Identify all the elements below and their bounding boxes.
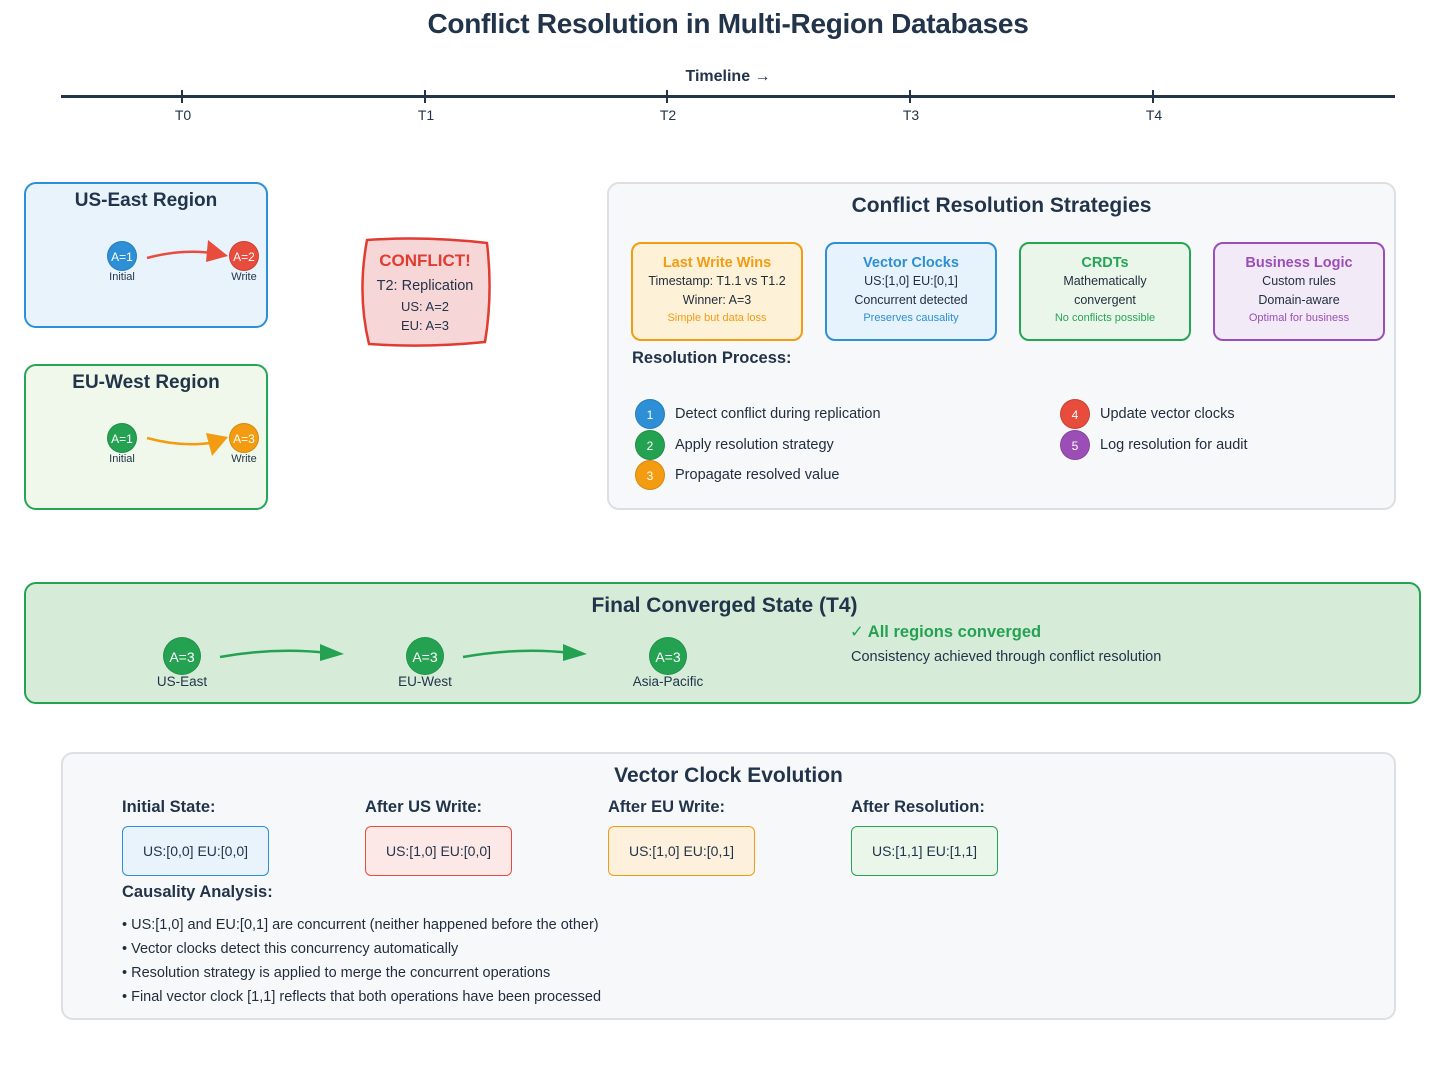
eu-west-write-label: Write: [231, 453, 257, 465]
final-label-asia-pacific: Asia-Pacific: [632, 674, 704, 689]
converged-description: Consistency achieved through conflict re…: [851, 649, 1162, 665]
timeline-tick: [666, 90, 668, 103]
conflict-heading: CONFLICT!: [379, 251, 471, 270]
eu-west-initial-node: A=1: [107, 423, 137, 453]
causality-bullet: • Final vector clock [1,1] reflects that…: [122, 989, 602, 1005]
strategy-title: CRDTs: [1081, 255, 1129, 271]
final-state-panel: Final Converged State (T4) A=3 US-East A…: [24, 582, 1421, 704]
vector-clock-title: Vector Clock Evolution: [614, 764, 843, 787]
strategy-line: convergent: [1074, 292, 1136, 307]
step-number: 1: [635, 399, 665, 429]
strategy-note: Simple but data loss: [667, 312, 767, 324]
step-text: Apply resolution strategy: [675, 437, 834, 453]
tick-label-t4: T4: [1145, 107, 1163, 123]
step-text: Log resolution for audit: [1100, 437, 1248, 453]
final-label-us-east: US-East: [156, 674, 208, 689]
final-node-us-east: A=3: [163, 637, 201, 675]
page-title: Conflict Resolution in Multi-Region Data…: [427, 8, 1029, 39]
strategies-title: Conflict Resolution Strategies: [851, 194, 1152, 217]
conflict-box: CONFLICT! T2: Replication US: A=2 EU: A=…: [355, 250, 495, 335]
timeline-tick: [424, 90, 426, 103]
vc-stage-label: After EU Write:: [608, 798, 726, 816]
tick-label-t0: T0: [174, 107, 192, 123]
us-east-write-node: A=2: [229, 241, 259, 271]
eu-west-write-arrow: [146, 433, 228, 456]
strategy-line: US:[1,0] EU:[0,1]: [864, 274, 958, 288]
strategy-line: Domain-aware: [1258, 292, 1340, 307]
strategy-line: Mathematically: [1063, 274, 1147, 288]
causality-bullet: • Resolution strategy is applied to merg…: [122, 965, 551, 981]
tick-label-t2: T2: [659, 107, 677, 123]
step-number: 5: [1060, 430, 1090, 460]
us-east-region: US-East Region A=1 Initial A=2 Write: [24, 182, 268, 328]
us-east-initial-label: Initial: [109, 271, 135, 283]
timeline-tick: [909, 90, 911, 103]
strategy-title: Vector Clocks: [863, 255, 959, 271]
timeline-label: Timeline →: [685, 68, 771, 85]
propagation-arrow: [462, 644, 587, 661]
strategy-note: Preserves causality: [863, 312, 959, 324]
eu-west-initial-label: Initial: [109, 453, 135, 465]
tick-label-t1: T1: [417, 107, 435, 123]
eu-west-write-node: A=3: [229, 423, 259, 453]
vc-stage-label: After Resolution:: [851, 798, 985, 816]
step-number: 3: [635, 460, 665, 490]
step-number: 2: [635, 430, 665, 460]
vector-clock-panel: Vector Clock Evolution Initial State: US…: [61, 752, 1396, 1020]
vc-stage-value: US:[1,0] EU:[0,0]: [365, 826, 512, 876]
conflict-us-value: US: A=2: [400, 299, 450, 314]
strategies-panel: Conflict Resolution Strategies Last Writ…: [607, 182, 1396, 510]
vc-stage-label: Initial State:: [122, 798, 216, 816]
step-text: Detect conflict during replication: [675, 406, 881, 422]
timeline-axis: [61, 95, 1395, 98]
conflict-replication: T2: Replication: [376, 278, 474, 294]
strategy-note: No conflicts possible: [1054, 312, 1156, 324]
timeline-tick: [181, 90, 183, 103]
step-number: 4: [1060, 399, 1090, 429]
step-text: Update vector clocks: [1100, 406, 1235, 422]
eu-west-region-title: EU-West Region: [72, 372, 220, 393]
final-state-title: Final Converged State (T4): [591, 594, 858, 617]
tick-label-t3: T3: [902, 107, 920, 123]
final-node-asia-pacific: A=3: [649, 637, 687, 675]
strategy-vector-clocks: Vector Clocks US:[1,0] EU:[0,1] Concurre…: [825, 242, 997, 341]
step-text: Propagate resolved value: [675, 467, 840, 483]
vc-stage-value: US:[0,0] EU:[0,0]: [122, 826, 269, 876]
timeline-tick: [1152, 90, 1154, 103]
eu-west-region: EU-West Region A=1 Initial A=3 Write: [24, 364, 268, 510]
vc-stage-value: US:[1,0] EU:[0,1]: [608, 826, 755, 876]
resolution-process-title: Resolution Process:: [632, 349, 792, 367]
us-east-write-arrow: [146, 240, 228, 262]
strategy-line: Timestamp: T1.1 vs T1.2: [648, 274, 786, 288]
propagation-arrow: [219, 644, 344, 661]
strategy-title: Business Logic: [1245, 255, 1353, 271]
strategy-crdts: CRDTs Mathematically convergent No confl…: [1019, 242, 1191, 341]
final-label-eu-west: EU-West: [398, 674, 452, 689]
strategy-last-write-wins: Last Write Wins Timestamp: T1.1 vs T1.2 …: [631, 242, 803, 341]
strategy-line: Winner: A=3: [682, 292, 752, 307]
strategy-line: Custom rules: [1262, 274, 1336, 288]
strategy-line: Concurrent detected: [854, 292, 968, 307]
us-east-region-title: US-East Region: [74, 190, 218, 211]
final-node-eu-west: A=3: [406, 637, 444, 675]
vc-stage-value: US:[1,1] EU:[1,1]: [851, 826, 998, 876]
strategy-business-logic: Business Logic Custom rules Domain-aware…: [1213, 242, 1385, 341]
causality-bullet: • US:[1,0] and EU:[0,1] are concurrent (…: [122, 917, 599, 933]
us-east-initial-node: A=1: [107, 241, 137, 271]
conflict-eu-value: EU: A=3: [400, 318, 450, 333]
causality-bullet: • Vector clocks detect this concurrency …: [122, 941, 459, 957]
vc-stage-label: After US Write:: [365, 798, 483, 816]
causality-analysis-title: Causality Analysis:: [122, 883, 273, 901]
us-east-write-label: Write: [231, 271, 257, 283]
strategy-note: Optimal for business: [1248, 312, 1350, 324]
strategy-title: Last Write Wins: [662, 255, 772, 271]
conflict-shape: [361, 237, 491, 347]
converged-status: ✓ All regions converged: [850, 623, 1042, 641]
